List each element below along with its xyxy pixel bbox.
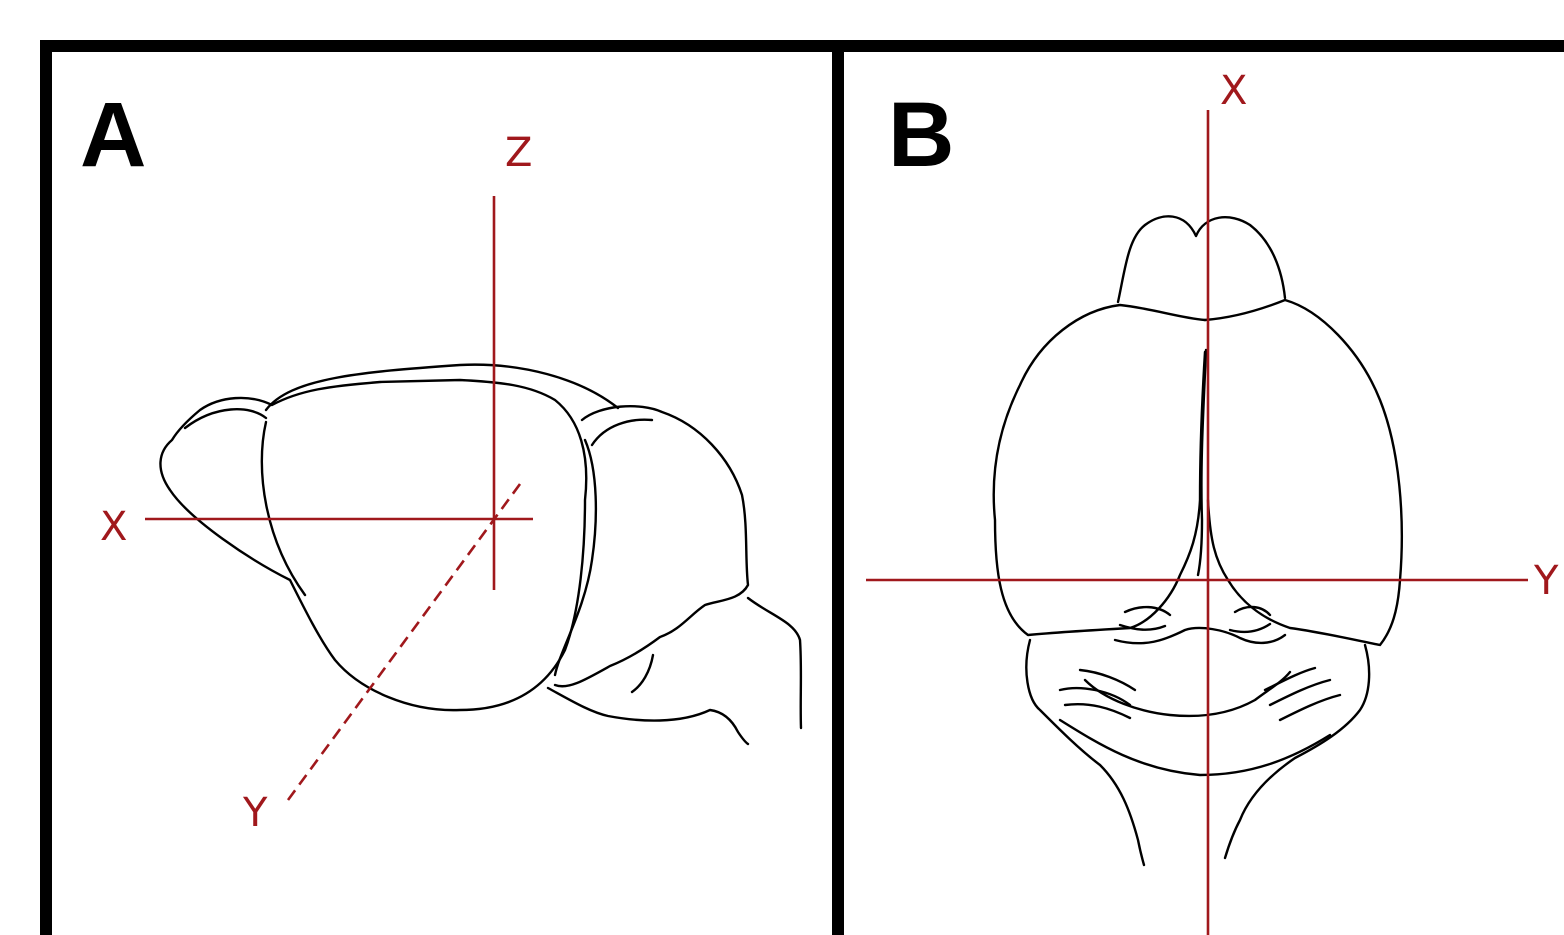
cerebellum-fold bbox=[592, 420, 652, 445]
panel-a-frame bbox=[46, 46, 838, 935]
panel-frames bbox=[46, 46, 1564, 935]
right-hemisphere bbox=[1205, 300, 1402, 645]
panel-a-letter: A bbox=[80, 84, 146, 186]
brainstem-base bbox=[548, 688, 748, 744]
colliculus-left bbox=[1125, 607, 1170, 615]
colliculus-right bbox=[1235, 607, 1270, 615]
colliculus-curve-right bbox=[1230, 624, 1270, 632]
folia-right-2 bbox=[1280, 695, 1340, 720]
olfactory-bulbs bbox=[1118, 216, 1285, 302]
panel-a-z-label: Z bbox=[505, 130, 532, 176]
panel-b: B bbox=[866, 68, 1559, 935]
cerebellum-edge bbox=[555, 440, 596, 675]
panel-b-x-label: X bbox=[1220, 68, 1247, 114]
left-hemisphere bbox=[994, 305, 1205, 635]
panel-a: A Z X Y bbox=[80, 84, 801, 836]
cortex-top-contour bbox=[266, 365, 618, 410]
panel-b-y-label: Y bbox=[1533, 558, 1559, 604]
cerebellum-dorsal bbox=[1026, 640, 1144, 865]
panel-b-letter: B bbox=[888, 84, 954, 186]
brain-dorsal-view-icon bbox=[994, 216, 1402, 865]
panel-a-y-label: Y bbox=[242, 790, 268, 836]
pons-curve bbox=[632, 655, 653, 692]
cerebrum-outline bbox=[160, 380, 586, 710]
panel-a-x-label: X bbox=[100, 504, 127, 550]
brain-lateral-view-icon bbox=[160, 365, 801, 744]
folia-left-3 bbox=[1080, 670, 1135, 690]
brainstem-outline bbox=[748, 598, 801, 728]
cerebellum-dorsal-right bbox=[1225, 645, 1369, 858]
folia-left-2 bbox=[1065, 704, 1130, 718]
